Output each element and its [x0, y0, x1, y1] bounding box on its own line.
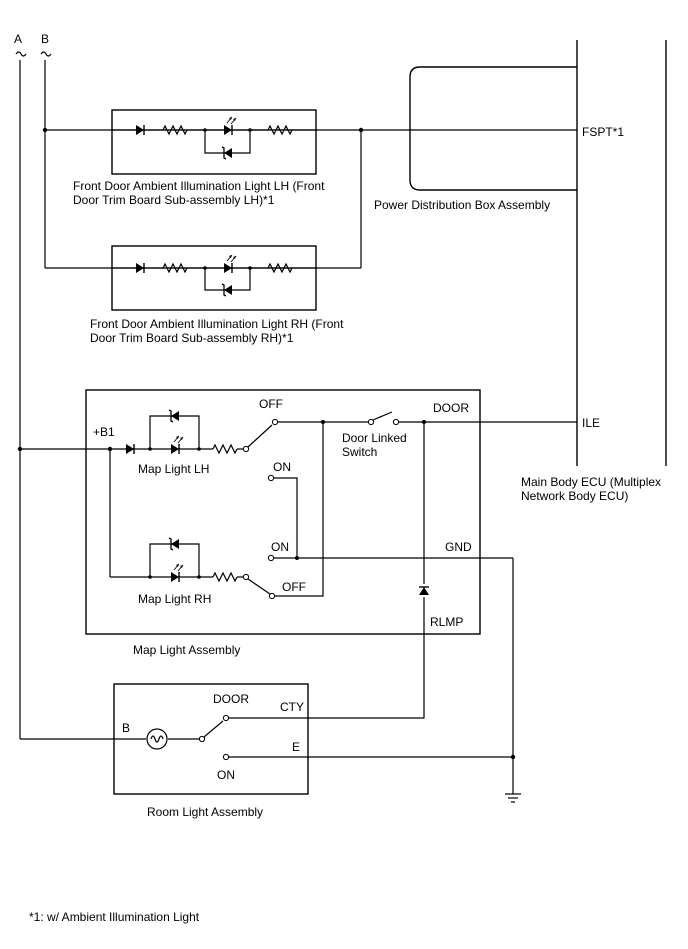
- door-switch-label-line1: Door Linked: [342, 431, 407, 445]
- ambient-lh-label-line2: Door Trim Board Sub-assembly LH)*1: [73, 193, 275, 207]
- ambient-rh-label-line2: Door Trim Board Sub-assembly RH)*1: [90, 331, 294, 345]
- ecu-pin-ile: ILE: [582, 416, 600, 430]
- map-off-lower: OFF: [282, 580, 306, 594]
- power-distribution-label: Power Distribution Box Assembly: [374, 198, 550, 212]
- wire-a-label: A: [14, 32, 22, 46]
- map-pin-door: DOOR: [433, 401, 469, 415]
- map-pin-rlmp: RLMP: [430, 615, 463, 629]
- wire-b-label: B: [41, 32, 49, 46]
- wire-b-break-symbol: [40, 51, 52, 57]
- ambient-light-lh: [111, 109, 317, 175]
- room-switch-on-term: [222, 753, 230, 761]
- map-light-assembly-label: Map Light Assembly: [133, 643, 240, 657]
- room-pin-e: E: [292, 740, 300, 754]
- map-light-rh-label: Map Light RH: [138, 592, 211, 606]
- door-switch-term-right: [392, 418, 400, 426]
- ambient-lh-label-line1: Front Door Ambient Illumination Light LH…: [73, 179, 325, 193]
- map-light-rh: [110, 537, 276, 600]
- junction-ground: [510, 754, 516, 760]
- ecu-label-line2: Network Body ECU): [521, 489, 628, 503]
- map-on-lower: ON: [271, 540, 289, 554]
- ecu-pin-fspt: FSPT*1: [582, 125, 624, 139]
- junction-rlmp: [422, 420, 426, 424]
- ecu-label-line1: Main Body ECU (Multiplex: [521, 475, 661, 489]
- on-interconnect-wire: [274, 477, 298, 558]
- room-pos-on: ON: [217, 768, 235, 782]
- room-switch-door-term: [222, 714, 230, 722]
- room-switch-blade: [203, 720, 224, 738]
- footnote: *1: w/ Ambient Illumination Light: [29, 910, 200, 924]
- room-lamp-icon: [146, 728, 168, 750]
- room-pos-door: DOOR: [213, 692, 249, 706]
- junction-b-lh: [42, 127, 48, 133]
- room-switch-common: [198, 735, 206, 743]
- ambient-light-rh: [111, 245, 317, 311]
- map-off-upper: OFF: [259, 397, 283, 411]
- door-linked-switch: [372, 411, 393, 421]
- off-interconnect-wire: [275, 422, 324, 597]
- room-pin-cty: CTY: [280, 700, 304, 714]
- ground-icon: [505, 793, 521, 803]
- map-light-assembly-box: [85, 389, 481, 635]
- rlmp-diode: [419, 586, 429, 595]
- door-switch-term-left: [367, 418, 375, 426]
- room-pin-b: B: [122, 721, 130, 735]
- rlmp-cty-wire: [228, 597, 425, 719]
- junction-a-b1: [17, 446, 23, 452]
- map-pin-gnd: GND: [445, 540, 472, 554]
- room-light-assembly-label: Room Light Assembly: [147, 805, 263, 819]
- map-pin-b1: +B1: [93, 425, 115, 439]
- wire-a-break-symbol: [15, 51, 27, 57]
- ambient-rh-label-line1: Front Door Ambient Illumination Light RH…: [90, 317, 344, 331]
- map-light-lh-label: Map Light LH: [138, 462, 209, 476]
- map-on-upper: ON: [273, 460, 291, 474]
- map-light-lh: [148, 409, 279, 482]
- door-switch-label-line2: Switch: [342, 445, 377, 459]
- power-distribution-box: [409, 66, 577, 191]
